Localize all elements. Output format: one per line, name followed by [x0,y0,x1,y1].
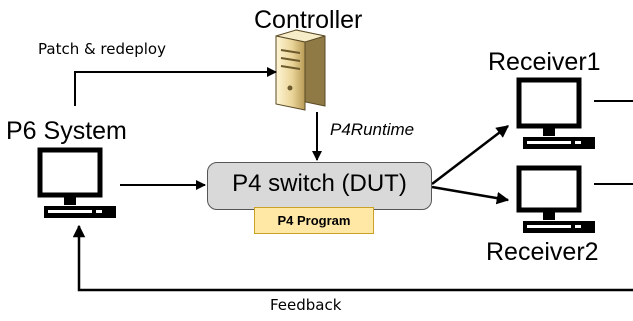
receiver2-label: Receiver2 [486,238,599,266]
monitor-icon [37,147,116,218]
p4runtime-label: P4Runtime [330,120,415,139]
p4-switch-box: P4 switch (DUT) [207,162,432,210]
feedback-arrow [72,224,633,292]
monitor-icon [516,165,595,233]
patch-redeploy-label: Patch & redeploy [38,40,166,58]
p4-program-box: P4 Program [254,207,374,234]
p4-switch-label: P4 switch (DUT) [232,170,407,197]
switch-to-receiver2-arrow [431,185,510,205]
receiver1-label: Receiver1 [488,48,601,76]
patch-redeploy-arrow [74,67,277,106]
controller-label: Controller [254,6,363,34]
p4-program-label: P4 Program [277,213,351,228]
p6-system-label: P6 System [6,117,127,145]
feedback-label: Feedback [270,296,342,314]
server-tower-icon [275,29,326,111]
monitor-icon [516,77,595,149]
switch-to-receiver1-arrow [431,125,509,185]
